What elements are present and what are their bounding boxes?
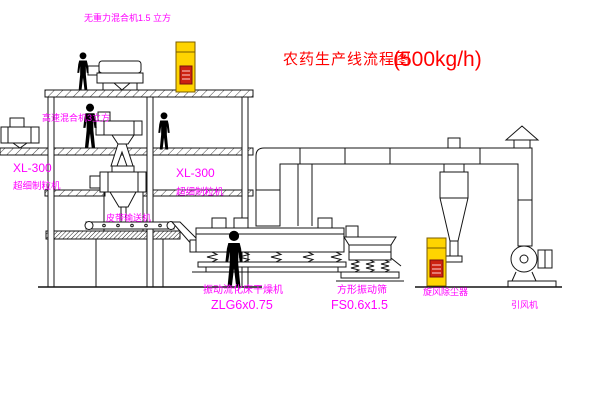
label-granulator-left-model: XL-300 <box>13 161 52 175</box>
label-sieve-name: 方形振动筛 <box>337 283 387 296</box>
label-top-mixer: 无重力混合机1.5 立方 <box>84 12 171 23</box>
label-belt-conveyor: 皮带输送机 <box>106 212 151 223</box>
title-capacity: (500kg/h) <box>393 48 482 71</box>
label-granulator-model: XL-300 <box>176 166 215 180</box>
person-floor2-right <box>158 112 170 150</box>
exhaust-stack <box>504 125 540 148</box>
cyclone-vortex-stub <box>447 137 461 149</box>
control-cabinet-1 <box>175 41 196 93</box>
label-fan: 引风机 <box>511 299 538 310</box>
high-speed-mixer <box>95 111 143 167</box>
person-floor2-left <box>83 103 97 148</box>
top-mixer <box>87 60 144 91</box>
rain-cap <box>504 125 540 141</box>
main-duct <box>255 137 533 247</box>
label-granulator-name: 超细制粒机 <box>176 186 224 198</box>
annotations: 无重力混合机1.5 立方 农药生产线流程图 (500kg/h) 高速混合机3立方… <box>13 12 538 312</box>
granulator-machine <box>89 165 147 231</box>
cyclone-separator <box>439 164 469 263</box>
fluid-bed-dryer <box>192 217 350 273</box>
label-sieve-model: FS0.6x1.5 <box>331 298 388 312</box>
label-cyclone: 旋风除尘器 <box>423 286 468 297</box>
label-dryer-model: ZLG6x0.75 <box>211 298 273 312</box>
label-dryer-name: 振动流化床干燥机 <box>203 283 283 296</box>
granulator-left-machine <box>0 117 40 149</box>
control-cabinet-2 <box>426 237 447 287</box>
label-high-speed-mixer: 高速混合机3立方 <box>42 112 110 123</box>
page-title: 农药生产线流程图 <box>283 51 411 68</box>
label-granulator-left-name: 超细制粒机 <box>13 180 61 192</box>
vibrating-sieve <box>336 225 404 282</box>
sieve-discharge <box>390 257 402 267</box>
induced-draft-fan <box>415 245 562 288</box>
person-roof <box>77 52 89 90</box>
